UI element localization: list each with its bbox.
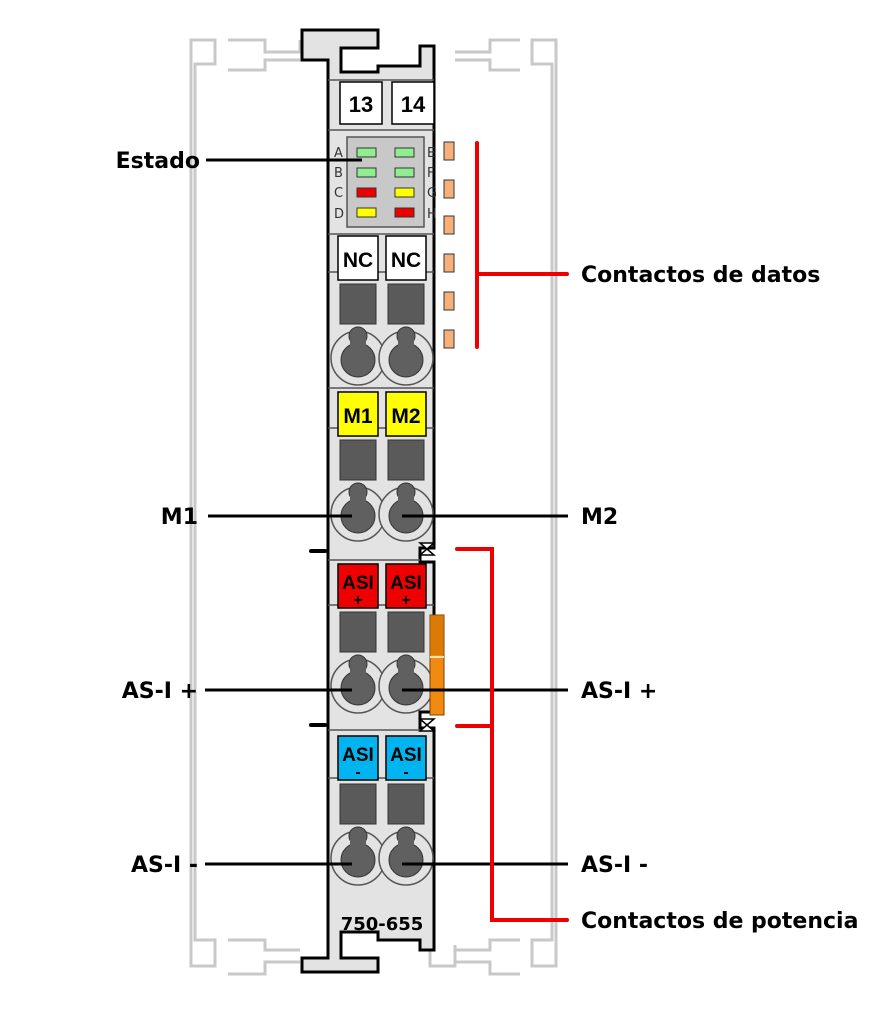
marker-tag	[385, 563, 427, 609]
marker-tag	[385, 235, 427, 281]
data-contact	[443, 291, 455, 311]
marker-tag-polarity: -	[355, 764, 360, 781]
status-led-c	[356, 187, 377, 198]
led-label-g: G	[427, 186, 437, 201]
push-button[interactable]	[387, 439, 425, 481]
led-label-f: F	[427, 166, 434, 181]
data-contact	[443, 179, 455, 199]
neighbour-module-right-ghost	[428, 38, 558, 976]
status-led-h	[394, 207, 415, 218]
marker-tag-label: NC	[391, 249, 421, 272]
status-led-b	[356, 167, 377, 178]
marker-tag-polarity: -	[403, 764, 408, 781]
push-button[interactable]	[387, 611, 425, 653]
release-slot-neck	[350, 492, 366, 506]
led-label-d: D	[334, 207, 344, 222]
left-contact-stubs	[309, 549, 327, 727]
status-led-e	[394, 147, 415, 158]
label-contactos-potencia: Contactos de potencia	[581, 909, 858, 934]
status-led-f	[394, 167, 415, 178]
data-contact	[443, 253, 455, 273]
label-contactos-datos: Contactos de datos	[581, 263, 820, 288]
callout-lines	[205, 158, 568, 866]
marker-13: 13	[349, 92, 373, 117]
label-asi-minus-left: AS-I -	[131, 853, 198, 878]
push-button[interactable]	[339, 283, 377, 325]
data-contact	[443, 215, 455, 235]
led-label-c: C	[334, 186, 343, 201]
release-slot-neck	[350, 836, 366, 850]
status-led-a	[356, 147, 377, 158]
top-markers: 13 14	[339, 81, 435, 125]
release-slot-neck	[398, 336, 414, 350]
label-estado: Estado	[116, 149, 200, 174]
led-label-h: H	[427, 207, 437, 222]
part-number: 750-655	[341, 914, 424, 935]
marker-tag-label: ASI	[390, 573, 422, 594]
led-label-a: A	[334, 146, 343, 161]
marker-tag	[337, 735, 379, 781]
marker-tag	[385, 735, 427, 781]
marker-tag	[337, 391, 379, 437]
bracket-data-contacts	[475, 141, 569, 349]
release-slot-neck	[398, 836, 414, 850]
marker-tag	[337, 235, 379, 281]
label-asi-minus-right: AS-I -	[581, 853, 648, 878]
data-contact	[443, 141, 455, 161]
push-button[interactable]	[339, 783, 377, 825]
marker-tag	[385, 391, 427, 437]
marker-tag-label: ASI	[390, 745, 422, 766]
terminal-group-4: ASI-ASI-	[330, 735, 434, 886]
push-button[interactable]	[387, 783, 425, 825]
marker-tag-polarity: +	[353, 592, 362, 609]
terminal-group-1: NC NC	[330, 235, 434, 386]
label-m1: M1	[161, 505, 198, 530]
data-contacts	[443, 141, 455, 349]
release-slot-neck	[398, 492, 414, 506]
power-contact-clips	[417, 542, 437, 732]
marker-tag-label: ASI	[342, 745, 374, 766]
status-led-g	[394, 187, 415, 198]
status-led-panel: A B C D E F G H	[334, 136, 437, 228]
power-jumper-contact	[429, 614, 445, 716]
label-asi-plus-left: AS-I +	[122, 679, 198, 704]
marker-tag-label: ASI	[342, 573, 374, 594]
terminal-group-2: M1 M2	[330, 391, 434, 542]
push-button[interactable]	[387, 283, 425, 325]
push-button[interactable]	[339, 439, 377, 481]
data-contact	[443, 329, 455, 349]
label-asi-plus-right: AS-I +	[581, 679, 657, 704]
marker-tag-label: M1	[343, 405, 372, 428]
marker-tag-polarity: +	[401, 592, 410, 609]
led-label-b: B	[334, 166, 343, 181]
bracket-power-contacts	[455, 547, 569, 922]
label-m2: M2	[581, 505, 618, 530]
neighbour-module-left-ghost	[189, 38, 302, 976]
led-label-e: E	[427, 146, 435, 161]
marker-tag-label: NC	[343, 249, 373, 272]
release-slot-neck	[398, 664, 414, 678]
marker-14: 14	[401, 92, 426, 117]
status-led-d	[356, 207, 377, 218]
release-slot-neck	[350, 664, 366, 678]
terminal-group-3: ASI+ASI+	[330, 563, 434, 714]
release-slot-neck	[350, 336, 366, 350]
marker-tag	[337, 563, 379, 609]
push-button[interactable]	[339, 611, 377, 653]
marker-tag-label: M2	[391, 405, 420, 428]
